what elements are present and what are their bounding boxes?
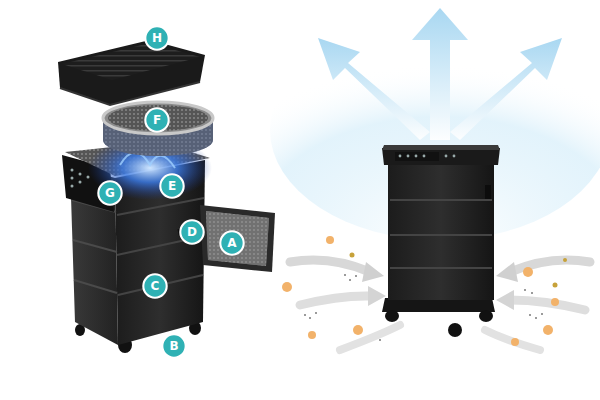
callout-circle: D: [179, 219, 205, 245]
callout-circle: F: [144, 107, 170, 133]
callout-letter: F: [153, 114, 161, 126]
callout-circle: G: [97, 180, 123, 206]
callout-circle: H: [144, 25, 170, 51]
callout-circle: C: [142, 273, 168, 299]
callout-circle: E: [159, 173, 185, 199]
callout-circle: A: [219, 230, 245, 256]
callout-letter: A: [227, 237, 236, 249]
callout-letter: D: [187, 226, 197, 238]
callout-letter: H: [152, 32, 162, 44]
callout-circle: B: [161, 333, 187, 359]
callout-letter: G: [105, 187, 115, 199]
callout-letter: E: [168, 180, 176, 192]
callout-letter: B: [169, 340, 178, 352]
callout-letter: C: [151, 280, 160, 292]
